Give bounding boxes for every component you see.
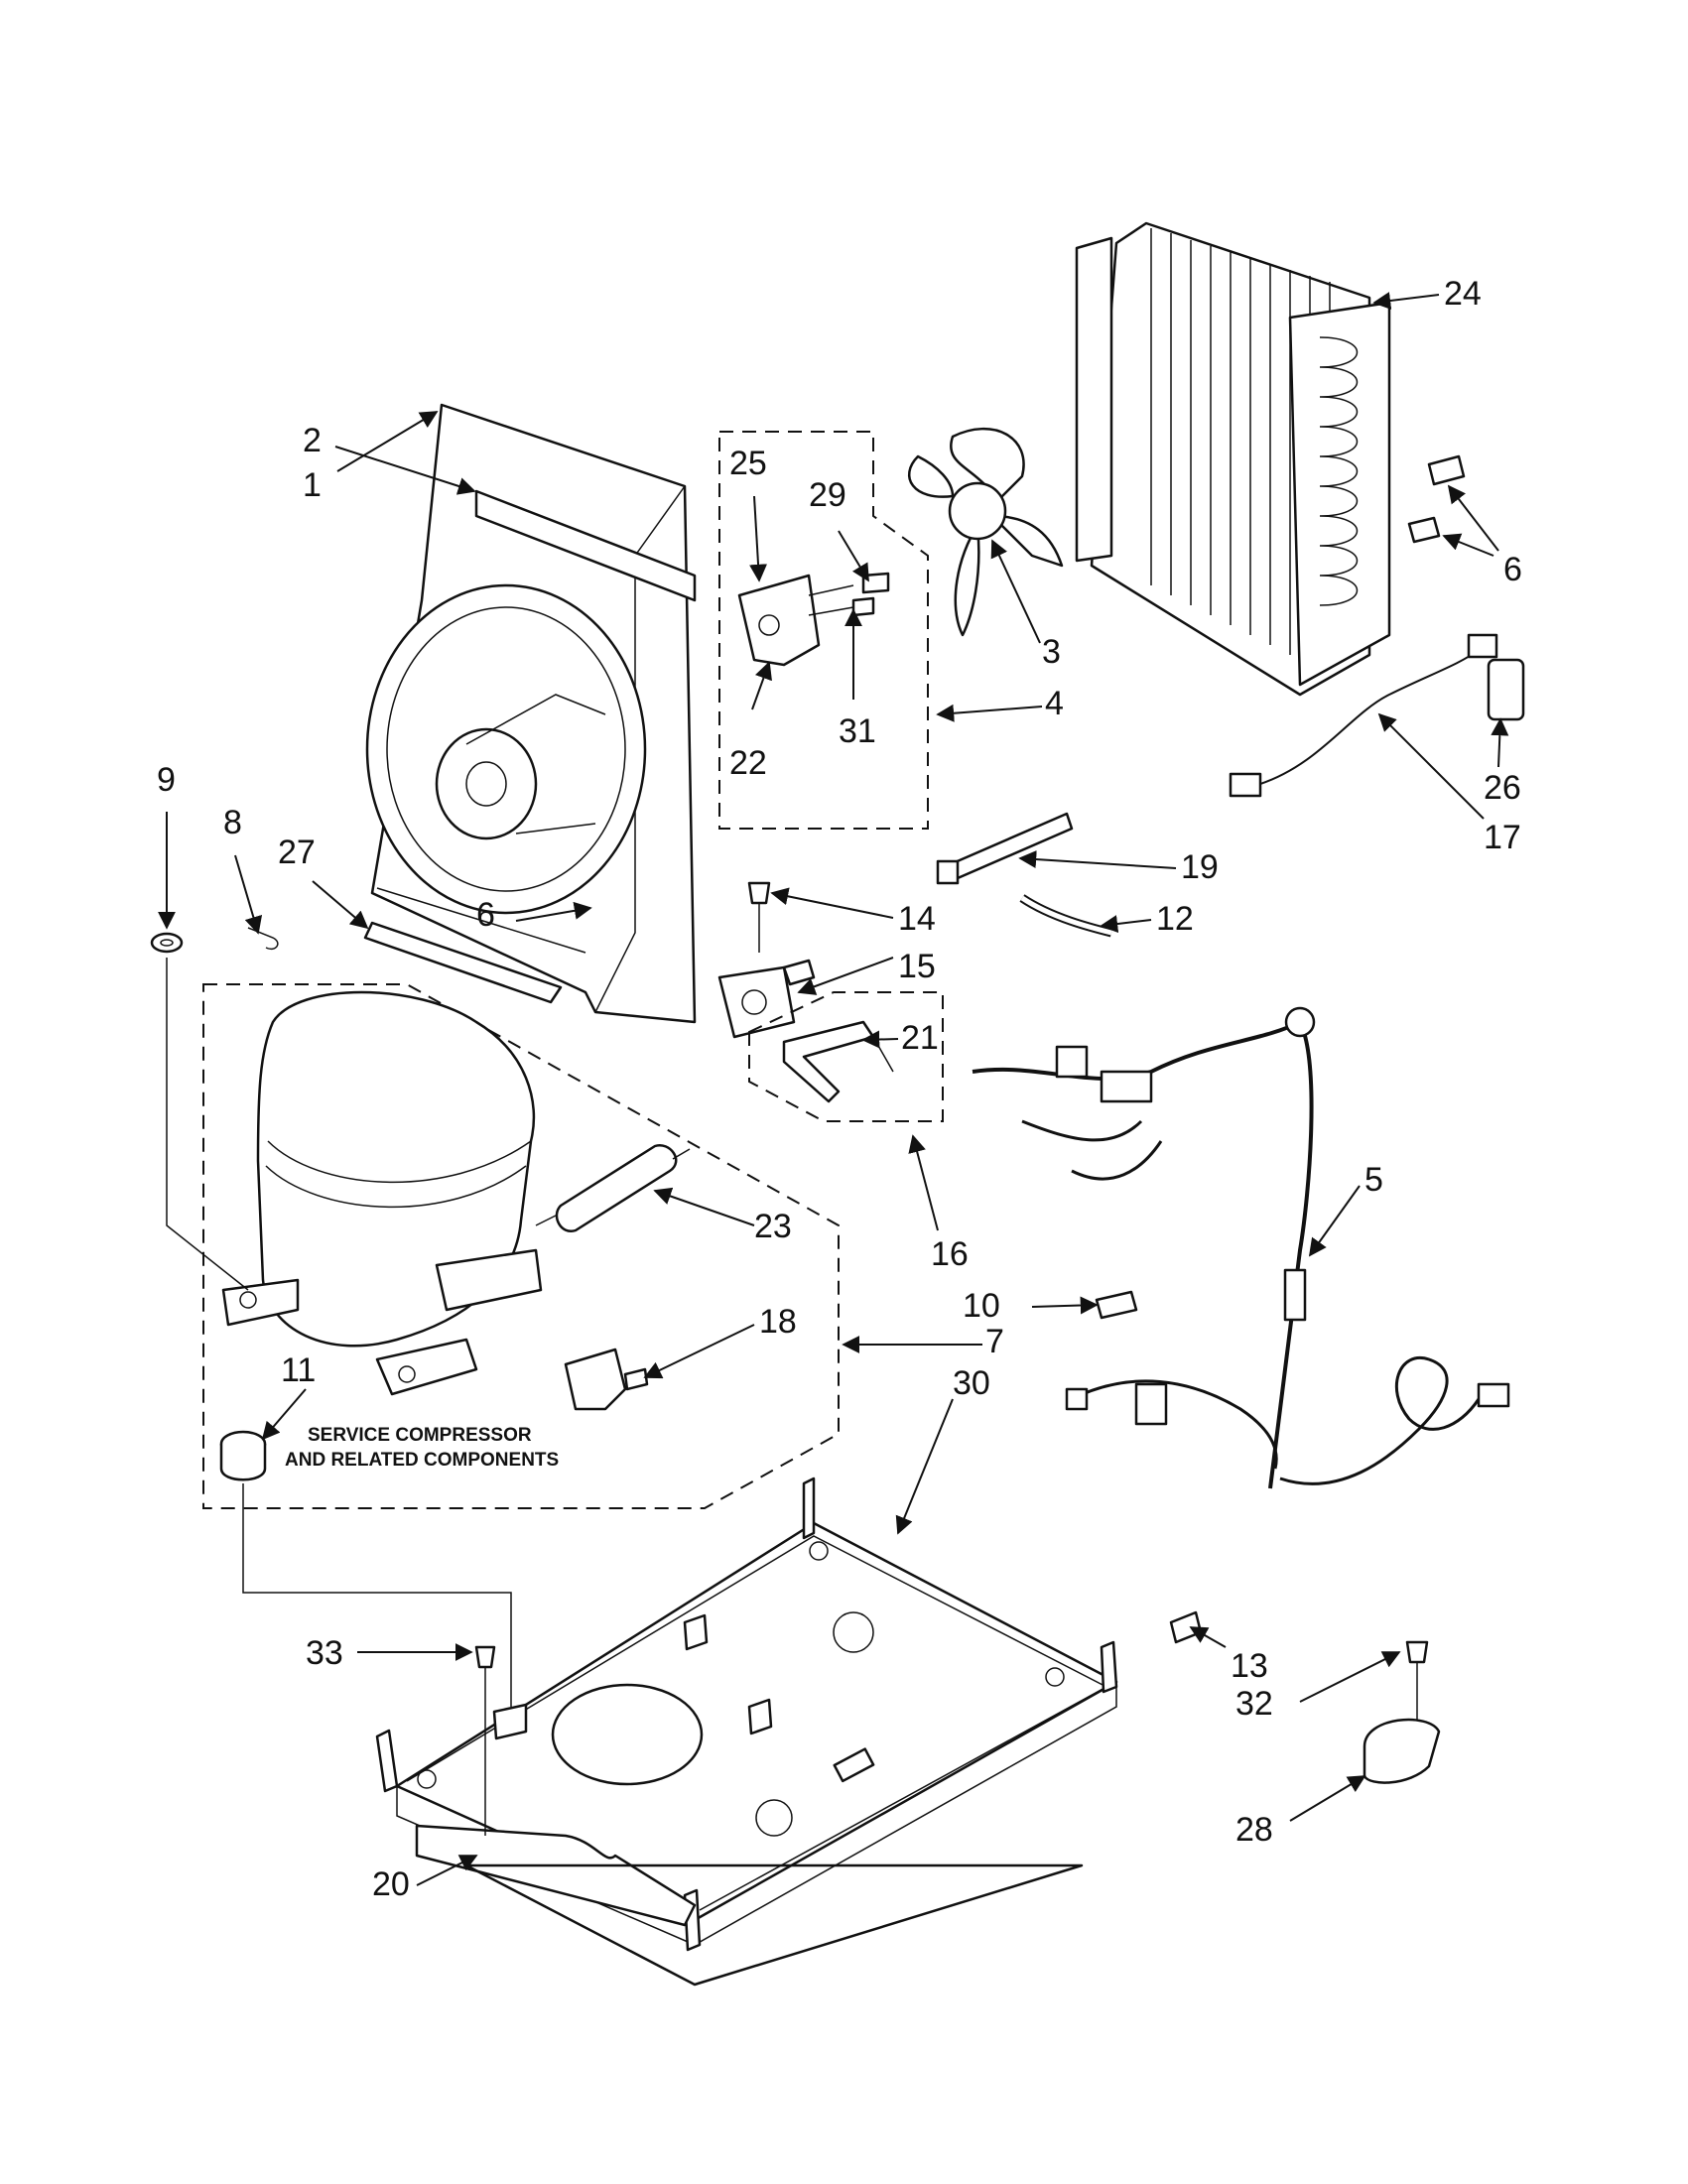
callout-19: 19 xyxy=(1181,848,1219,886)
capacitor-26 xyxy=(1487,658,1525,721)
callout-9: 9 xyxy=(157,761,176,799)
drier-23 xyxy=(535,1143,691,1233)
fan-blade xyxy=(907,427,1064,637)
callout-3: 3 xyxy=(1042,633,1061,671)
wire-harness-17 xyxy=(1229,633,1498,798)
callout-33: 33 xyxy=(306,1634,343,1672)
callout-14: 14 xyxy=(898,900,936,938)
screw-33 xyxy=(474,1645,496,1836)
valve-bracket-21 xyxy=(782,1020,894,1103)
leader-9-to-compressor xyxy=(166,958,249,1291)
callout-6-condenser: 6 xyxy=(1503,551,1522,588)
leader-11-to-base xyxy=(242,1483,512,1707)
callout-15: 15 xyxy=(898,948,936,985)
callout-1: 1 xyxy=(303,466,322,504)
shroud-gasket xyxy=(474,489,697,602)
callout-30: 30 xyxy=(953,1364,990,1402)
condenser-screw-6a xyxy=(1427,454,1466,486)
callout-24: 24 xyxy=(1444,275,1482,313)
compressor-assembly-box xyxy=(202,983,840,1509)
washer-9 xyxy=(150,932,184,954)
callout-28: 28 xyxy=(1235,1811,1273,1849)
callout-22: 22 xyxy=(729,744,767,782)
tube-12 xyxy=(1019,894,1113,938)
callout-26: 26 xyxy=(1484,769,1521,807)
callout-5: 5 xyxy=(1364,1161,1383,1199)
shroud-strip xyxy=(363,921,563,1004)
screw-29 xyxy=(861,572,890,594)
leader-lines xyxy=(158,292,1509,1886)
screw-14 xyxy=(747,881,771,953)
callout-16: 16 xyxy=(931,1235,969,1273)
callout-20: 20 xyxy=(372,1865,410,1903)
solenoid-coil xyxy=(717,959,816,1039)
base-pan xyxy=(375,1477,1118,1952)
callout-2: 2 xyxy=(303,422,322,459)
callout-10: 10 xyxy=(963,1287,1000,1325)
callout-18: 18 xyxy=(759,1303,797,1341)
callout-32: 32 xyxy=(1235,1685,1273,1723)
base-gasket-20 xyxy=(415,1824,1084,1987)
service-note-line-2: AND RELATED COMPONENTS xyxy=(285,1450,559,1471)
service-note-line-1: SERVICE COMPRESSOR xyxy=(308,1425,532,1446)
fan-motor xyxy=(737,574,854,667)
callout-31: 31 xyxy=(839,712,876,750)
callout-7: 7 xyxy=(985,1323,1004,1360)
callout-11: 11 xyxy=(281,1351,316,1389)
callout-4: 4 xyxy=(1045,685,1064,722)
callout-23: 23 xyxy=(754,1208,792,1245)
main-wire-harness xyxy=(972,1006,1510,1489)
callout-25: 25 xyxy=(729,445,767,482)
callout-17: 17 xyxy=(1484,819,1521,856)
callout-numbers: 1 2 3 4 5 6 6 6 7 8 9 10 11 12 13 14 15 … xyxy=(157,275,1522,1903)
callout-27: 27 xyxy=(278,834,316,871)
condenser-screw-6b xyxy=(1407,516,1441,544)
relay-18 xyxy=(564,1348,649,1411)
screw-13 xyxy=(1169,1610,1203,1644)
callout-13: 13 xyxy=(1231,1647,1268,1685)
compressor xyxy=(221,990,543,1396)
clip-8 xyxy=(247,927,279,950)
valve-assembly-box xyxy=(748,991,944,1122)
clip-10 xyxy=(1095,1290,1138,1320)
grommet-11 xyxy=(219,1430,267,1481)
callout-6-shroud: 6 xyxy=(476,896,495,934)
service-note: SERVICE COMPRESSOR AND RELATED COMPONENT… xyxy=(285,1425,559,1471)
callout-29: 29 xyxy=(809,476,846,514)
callout-8: 8 xyxy=(223,804,242,841)
callout-21: 21 xyxy=(901,1019,939,1057)
fan-motor-assembly-box xyxy=(718,431,929,830)
screw-31 xyxy=(851,596,875,617)
condenser xyxy=(1075,221,1391,697)
clamp-28 xyxy=(1363,1718,1441,1784)
cable-tie xyxy=(936,812,1074,885)
fan-shroud xyxy=(365,403,697,1024)
screw-32 xyxy=(1405,1640,1429,1722)
callout-12: 12 xyxy=(1156,900,1194,938)
